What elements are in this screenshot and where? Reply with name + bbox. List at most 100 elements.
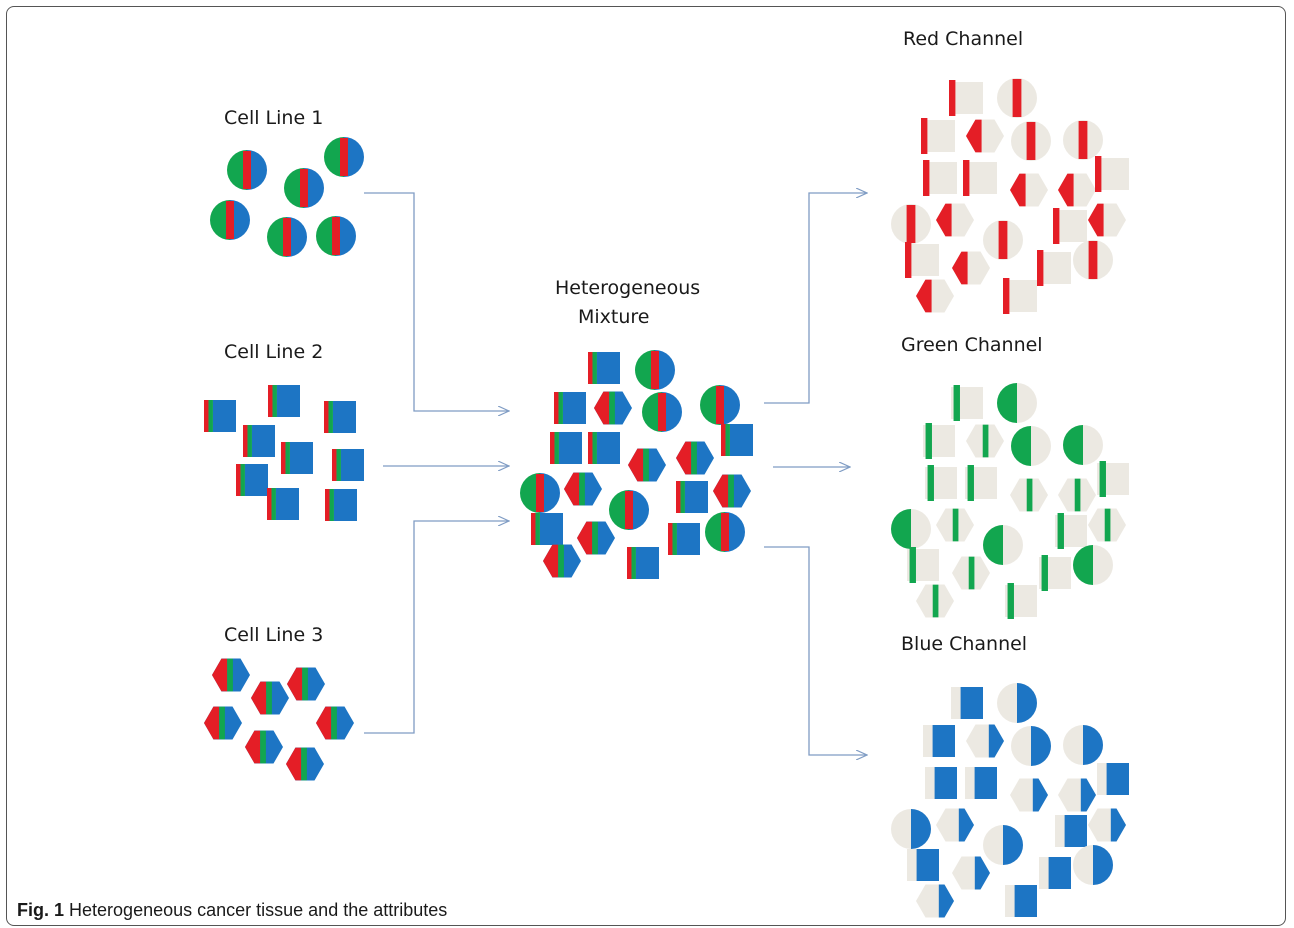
square-cell-95 [925, 767, 957, 799]
flow-arrow-4 [764, 193, 867, 404]
square-cell-61 [905, 242, 939, 278]
figure-caption-text: Heterogeneous cancer tissue and the attr… [69, 900, 448, 920]
hexagon-cell-57 [936, 203, 974, 237]
square-cell-45 [949, 80, 983, 116]
square-cell-89 [951, 687, 983, 719]
hexagon-cell-75 [1010, 478, 1048, 512]
green-channel-label: Green Channel [901, 334, 1043, 356]
square-cell-15 [325, 489, 357, 521]
hexagon-cell-19 [204, 706, 242, 740]
square-cell-47 [921, 118, 955, 154]
circle-cell-24 [635, 350, 675, 390]
figure-caption-label: Fig. 1 [17, 900, 65, 920]
circle-cell-1 [227, 150, 267, 190]
square-cell-33 [721, 424, 753, 456]
square-cell-51 [923, 160, 957, 196]
hexagon-cell-54 [1058, 173, 1096, 207]
hexagon-cell-38 [713, 474, 751, 508]
circle-cell-58 [983, 220, 1023, 260]
cell-line-1-label: Cell Line 1 [224, 107, 323, 129]
circle-cell-68 [997, 383, 1037, 423]
circle-cell-108 [1073, 845, 1113, 885]
square-cell-39 [531, 513, 563, 545]
hexagon-cell-79 [936, 508, 974, 542]
circle-cell-90 [997, 683, 1037, 723]
hexagon-cell-53 [1010, 173, 1048, 207]
mixture-label-line2: Mixture [578, 306, 650, 328]
hexagon-cell-92 [966, 724, 1004, 758]
hexagon-cell-70 [966, 424, 1004, 458]
square-cell-66 [1003, 278, 1037, 314]
hexagon-cell-97 [1010, 778, 1048, 812]
square-cell-63 [1037, 250, 1071, 286]
square-cell-41 [668, 523, 700, 555]
square-cell-107 [1039, 857, 1071, 889]
square-cell-77 [1097, 461, 1129, 497]
circle-cell-2 [324, 137, 364, 177]
hexagon-cell-16 [212, 658, 250, 692]
circle-cell-64 [1073, 240, 1113, 280]
circle-cell-56 [891, 204, 931, 244]
hexagon-cell-87 [916, 584, 954, 618]
hexagon-cell-31 [628, 448, 666, 482]
square-cell-12 [332, 449, 364, 481]
square-cell-81 [1055, 513, 1087, 549]
hexagon-cell-32 [676, 441, 714, 475]
blue-channel-label: Blue Channel [901, 633, 1027, 655]
diagram: Cell Line 1 Cell Line 2 Cell Line 3 Hete… [204, 28, 1129, 918]
circle-cell-71 [1011, 426, 1051, 466]
hexagon-cell-60 [1088, 203, 1126, 237]
circle-cell-4 [210, 200, 250, 240]
square-cell-9 [324, 401, 356, 433]
square-cell-91 [923, 725, 955, 757]
square-cell-96 [965, 767, 997, 799]
square-cell-74 [965, 465, 997, 501]
circle-cell-100 [891, 809, 931, 849]
square-cell-88 [1005, 583, 1037, 619]
hexagon-cell-84 [952, 556, 990, 590]
square-cell-110 [1005, 885, 1037, 917]
hexagon-cell-106 [952, 856, 990, 890]
mixture-label-line1: Heterogeneous [555, 277, 700, 299]
circle-cell-36 [609, 490, 649, 530]
square-cell-29 [550, 432, 582, 464]
square-cell-55 [1095, 156, 1129, 192]
square-cell-44 [627, 547, 659, 579]
hexagon-cell-62 [952, 251, 990, 285]
square-cell-59 [1053, 208, 1087, 244]
figure-frame: Cell Line 1 Cell Line 2 Cell Line 3 Hete… [6, 6, 1286, 926]
circle-cell-80 [983, 525, 1023, 565]
hexagon-cell-65 [916, 279, 954, 313]
circle-cell-86 [1073, 545, 1113, 585]
circle-cell-78 [891, 509, 931, 549]
square-cell-69 [923, 423, 955, 459]
hexagon-cell-35 [564, 472, 602, 506]
hexagon-cell-76 [1058, 478, 1096, 512]
square-cell-8 [204, 400, 236, 432]
square-cell-30 [588, 432, 620, 464]
hexagon-cell-104 [1088, 808, 1126, 842]
square-cell-7 [268, 385, 300, 417]
hexagon-cell-22 [286, 747, 324, 781]
flow-arrow-3 [364, 521, 509, 734]
hexagon-cell-98 [1058, 778, 1096, 812]
square-cell-13 [236, 464, 268, 496]
hexagon-cell-40 [577, 521, 615, 555]
hexagon-cell-109 [916, 884, 954, 918]
circle-cell-94 [1063, 725, 1103, 765]
circle-cell-50 [1063, 120, 1103, 160]
cells-group [204, 78, 1129, 918]
circle-cell-93 [1011, 726, 1051, 766]
hexagon-cell-101 [936, 808, 974, 842]
square-cell-52 [963, 160, 997, 196]
flow-arrow-6 [764, 546, 867, 755]
square-cell-67 [951, 385, 983, 421]
square-cell-14 [267, 488, 299, 520]
hexagon-cell-17 [287, 667, 325, 701]
hexagon-cell-48 [966, 119, 1004, 153]
red-channel-label: Red Channel [903, 28, 1023, 50]
circle-cell-27 [642, 392, 682, 432]
square-cell-10 [243, 425, 275, 457]
hexagon-cell-18 [251, 681, 289, 715]
figure-caption: Fig. 1 Heterogeneous cancer tissue and t… [17, 900, 447, 921]
